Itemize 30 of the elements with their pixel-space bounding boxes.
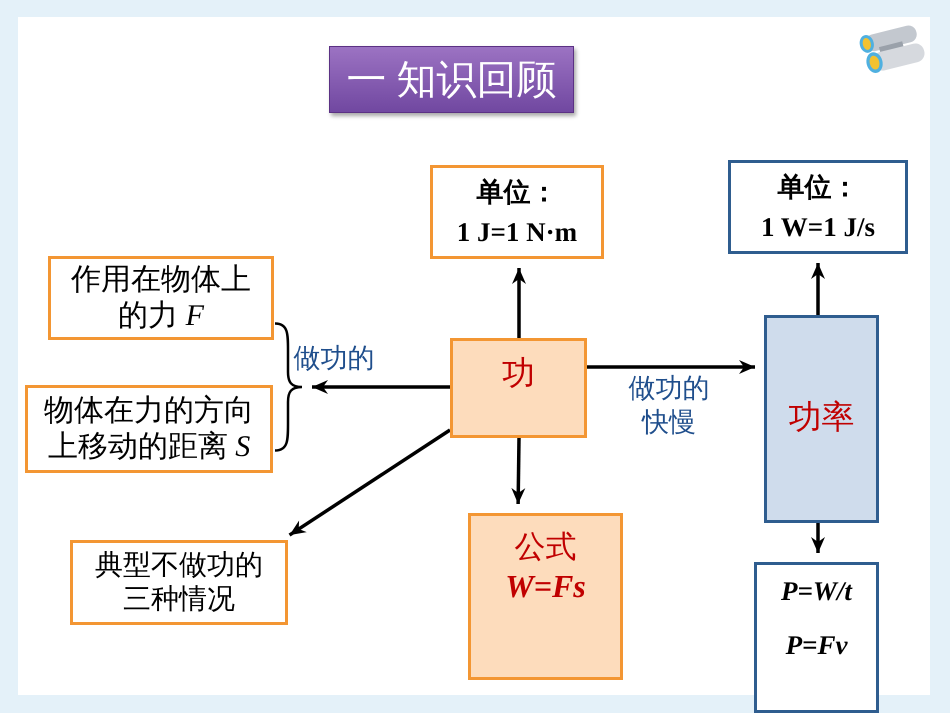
arrow [512, 268, 526, 338]
description-text: 物体在力的方向上移动的距离 S [43, 393, 255, 465]
arrow [587, 360, 755, 374]
unit-formula: 1 W=1 J/s [761, 211, 875, 244]
title-banner: 一 知识回顾 [329, 46, 574, 113]
formula-text: P=Fv [786, 629, 848, 662]
arrow [288, 428, 451, 537]
formula-box [468, 513, 623, 680]
unit-box [728, 160, 908, 254]
concept-box [450, 338, 587, 438]
formula-text: P=W/t [781, 575, 852, 608]
concept-label: 功率 [788, 399, 854, 438]
concept-label: 功 [502, 355, 535, 394]
arrow [811, 263, 825, 315]
unit-heading: 单位： [476, 176, 558, 208]
concept-box [25, 385, 273, 473]
description-text: 典型不做功的三种情况 [94, 548, 264, 616]
concept-box [48, 256, 274, 340]
formula-box [754, 562, 879, 713]
formula-heading: 公式 [514, 528, 576, 566]
unit-formula: 1 J=1 N·m [456, 216, 578, 248]
concept-box [70, 540, 288, 625]
description-text: 作用在物体上的力 F [70, 262, 252, 334]
arrow [511, 438, 526, 504]
formula-text: W=Fs [505, 567, 586, 606]
concept-box [764, 315, 879, 523]
arrow [312, 380, 450, 394]
arrow [811, 523, 825, 553]
unit-box [430, 165, 604, 259]
unit-heading: 单位： [778, 170, 858, 203]
